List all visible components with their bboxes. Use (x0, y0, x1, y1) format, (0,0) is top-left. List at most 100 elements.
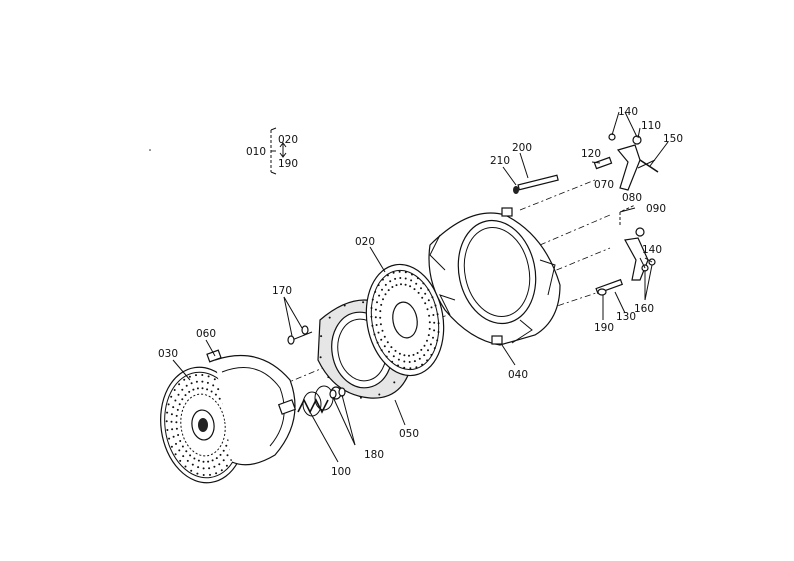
rivet-dot (390, 346, 393, 349)
callout-170: 170 (272, 285, 292, 297)
rivet-dot (193, 457, 196, 460)
rivet-dot (370, 307, 373, 309)
bolt-200 (513, 174, 559, 194)
rivet-dot (436, 313, 439, 316)
rivet-dot (389, 280, 392, 283)
rivet-dot (424, 292, 427, 295)
rivet-dot (166, 411, 169, 414)
rivet-dot (327, 376, 330, 379)
rivet-dot (190, 382, 193, 385)
rivet-dot (383, 335, 386, 338)
rivet-dot (412, 353, 415, 356)
rivet-dot (185, 450, 188, 453)
rivet-dot (374, 308, 377, 311)
rivet-dot (175, 421, 178, 424)
rivet-dot (170, 420, 173, 423)
rivet-dot (196, 387, 199, 390)
rivet-dot (172, 435, 175, 438)
rivet-dot (411, 273, 413, 276)
rivet-dot (165, 420, 168, 423)
rivet-dot (359, 396, 362, 399)
pressure-plate-060 (206, 349, 297, 466)
rivet-dot (225, 464, 228, 467)
rivet-dot (376, 341, 379, 344)
rivet-dot (427, 349, 429, 352)
rivet-dot (213, 378, 216, 381)
rivet-dot (174, 399, 177, 402)
callout-070: 070 (594, 179, 614, 191)
ref-dot (149, 149, 151, 151)
rivet-dot (377, 284, 380, 287)
rivet-dot (212, 384, 215, 387)
rivet-dot (410, 279, 413, 282)
rivet-dot (415, 282, 418, 285)
rivet-dot (179, 440, 182, 442)
rivet-dot (328, 316, 331, 319)
rivet-dot (428, 314, 431, 317)
rivet-dot (202, 474, 205, 476)
rivet-dot (190, 469, 193, 472)
rivet-dot (399, 277, 402, 279)
rivet-dot (381, 278, 384, 281)
rivet-dot (433, 347, 436, 350)
rivet-dot (422, 282, 425, 285)
rivet-dot (392, 271, 395, 274)
rivet-dot (222, 459, 225, 462)
rivet-dot (378, 294, 381, 297)
rivet-dot (430, 353, 433, 356)
rivet-dot (403, 366, 406, 369)
rivet-dot (420, 348, 423, 351)
rivet-dot (219, 453, 222, 456)
rivet-dot (417, 291, 420, 294)
rivet-dot (181, 398, 184, 401)
rivet-dot (220, 469, 223, 472)
callout-100: 100 (331, 466, 351, 478)
rivet-dot (421, 296, 424, 299)
rivet-dot (374, 316, 377, 319)
rivet-dot (383, 345, 386, 348)
rivet-dot (391, 286, 394, 288)
callout-110: 110 (641, 120, 661, 132)
rivet-dot (191, 463, 194, 466)
rivet-dot (179, 459, 182, 462)
rivet-dot (209, 473, 211, 476)
rivet-dot (215, 472, 218, 475)
rivet-dot (381, 329, 384, 332)
rivet-dot (428, 327, 431, 330)
rivet-dot (421, 363, 424, 366)
rivet-dot (426, 308, 429, 311)
rivet-dot (197, 459, 200, 462)
rivet-dot (375, 324, 378, 326)
rivet-dot (426, 359, 429, 362)
rivet-dot (167, 403, 170, 406)
callout-020-group: 020 (278, 134, 298, 146)
rivet-dot (201, 374, 204, 376)
callout-130: 130 (616, 311, 636, 323)
bolt-170 (287, 325, 313, 345)
rivet-dot (170, 445, 173, 448)
rivet-dot (201, 387, 204, 390)
callout-160: 160 (634, 303, 654, 315)
rivet-dot (168, 437, 171, 440)
callout-180: 180 (364, 449, 384, 461)
rivet-dot (403, 354, 406, 357)
rivet-dot (426, 339, 428, 342)
callout-040: 040 (508, 369, 528, 381)
rivet-dot (388, 350, 390, 353)
rivet-dot (177, 434, 180, 436)
rivet-dot (384, 293, 387, 296)
rivet-dot (423, 344, 426, 347)
rivet-dot (397, 358, 400, 361)
callout-labels: 010 020 190 030 060 020 170 180 100 050 … (158, 106, 683, 478)
rivet-dot (420, 287, 422, 290)
rivet-dot (206, 388, 209, 391)
rivet-dot (319, 356, 322, 359)
rivet-dot (217, 388, 220, 391)
rivet-dot (431, 296, 434, 299)
rivet-dot (386, 341, 389, 344)
rivet-dot (343, 304, 346, 307)
rivet-dot (376, 301, 378, 304)
rivet-dot (184, 394, 187, 397)
rivet-dot (416, 352, 419, 354)
